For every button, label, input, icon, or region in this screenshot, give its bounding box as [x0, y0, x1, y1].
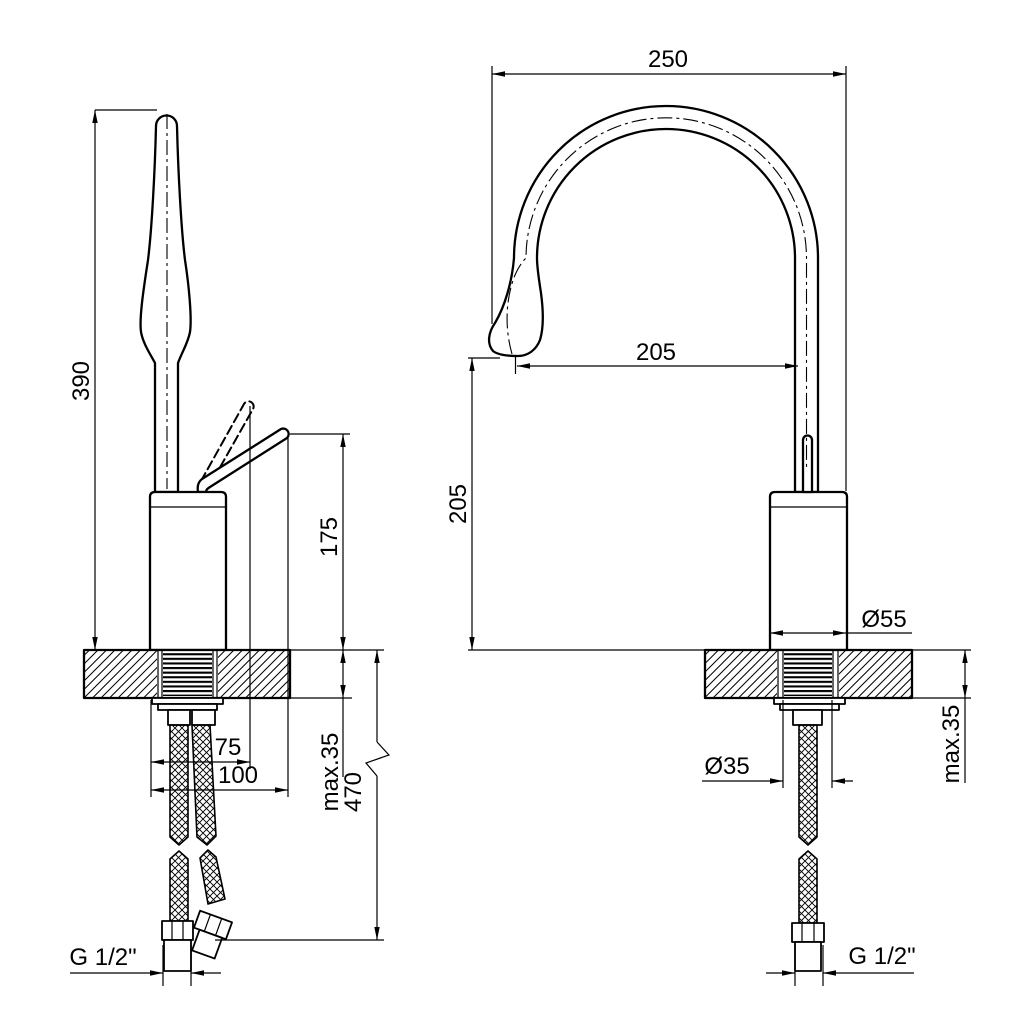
hose-fitting-right: [191, 709, 216, 726]
handle-lever-raised: [200, 400, 255, 486]
dim-deck-thickness-front: max.35: [913, 649, 971, 784]
countertop-section-right: [703, 648, 914, 700]
dim-body-diameter: Ø55: [770, 606, 912, 636]
dim-hose-length: 470: [215, 650, 391, 941]
countertop-hatch-left: [85, 651, 157, 697]
hose-fitting-left: [167, 709, 191, 726]
supply-hose-front: [791, 724, 825, 972]
threaded-shank: [163, 653, 212, 696]
dim-label-205h: 205: [636, 339, 676, 366]
faucet-body-front: [768, 490, 849, 652]
dimensions-side: 390 175 max.35: [68, 109, 391, 986]
dim-handle-raised-reach: 75: [150, 406, 289, 797]
dim-label-100: 100: [218, 762, 258, 789]
dim-handle-reach: 100: [151, 762, 288, 793]
dim-label-max35-front: max.35: [938, 705, 965, 784]
dim-label-250: 250: [648, 46, 688, 73]
countertop-hatch-right2: [839, 651, 911, 697]
connector-a: [163, 939, 192, 972]
supply-hose-a: [161, 724, 194, 972]
connector-front: [794, 941, 822, 972]
faucet-side: [139, 114, 290, 652]
supply-hose-b: [191, 724, 233, 960]
gooseneck-spout: [487, 104, 820, 494]
under-counter-right: [773, 697, 846, 972]
dimensions-front: 250 205 205: [445, 46, 971, 986]
dim-label-max35-side: max.35: [317, 733, 344, 812]
dim-hole-diameter: Ø35: [702, 700, 853, 788]
faucet-body-side: [148, 490, 228, 652]
dim-label-205v: 205: [445, 484, 472, 524]
handle-lever: [196, 427, 290, 494]
countertop-section-left: [82, 648, 292, 700]
dim-label-470: 470: [340, 772, 367, 812]
dim-label-75: 75: [215, 734, 242, 761]
dim-label-d35: Ø35: [704, 753, 749, 780]
countertop-hatch-right: [218, 651, 289, 697]
countertop-hatch-left2: [706, 651, 777, 697]
dim-thread-front: G 1/2": [766, 943, 916, 986]
dim-deck-thickness-side: max.35: [291, 649, 384, 812]
dim-overall-width: 250: [491, 46, 847, 491]
dim-label-175: 175: [316, 517, 343, 557]
dim-label-thread-side: G 1/2": [69, 944, 136, 971]
hex-nut-a: [161, 920, 194, 941]
front-view: 250 205 205: [445, 46, 971, 986]
faucet-front: [487, 104, 849, 652]
dim-spout-reach: 205: [514, 339, 798, 374]
dim-body-height: 175: [290, 433, 350, 650]
handle-lever-front: [801, 434, 814, 494]
dim-label-thread-front: G 1/2": [848, 943, 915, 970]
dim-label-390: 390: [68, 361, 95, 401]
dim-label-d55: Ø55: [861, 606, 906, 633]
threaded-shank-front: [784, 653, 832, 696]
spout-profile: [139, 114, 192, 494]
connector-b: [191, 928, 224, 960]
side-view: 390 175 max.35: [68, 109, 391, 986]
dim-spout-height: 390: [68, 109, 157, 650]
spout-centerline-front: [506, 117, 808, 470]
dim-outlet-height: 205: [445, 357, 704, 651]
dim-thread-side: G 1/2": [69, 944, 221, 986]
under-counter-left: [151, 697, 233, 972]
hex-nut-front: [791, 922, 825, 943]
hose-fitting-front: [792, 709, 823, 726]
